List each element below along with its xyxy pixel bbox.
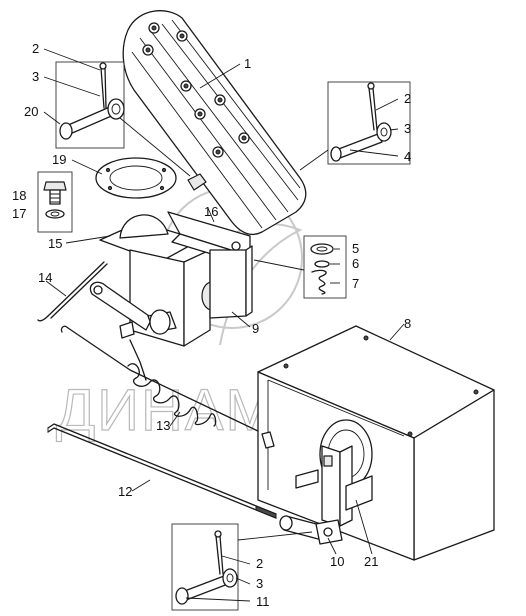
callout-20: 20 xyxy=(24,104,38,119)
callout-8: 8 xyxy=(404,316,411,331)
callout-11: 11 xyxy=(256,594,270,609)
callout-9: 9 xyxy=(252,321,259,336)
drum-21 xyxy=(261,419,373,527)
rod-14 xyxy=(37,261,108,322)
callout-3-bottom: 3 xyxy=(256,576,263,591)
callout-6: 6 xyxy=(352,256,359,271)
callout-17: 17 xyxy=(12,206,26,221)
callout-7: 7 xyxy=(352,276,359,291)
pivot-pin-bottom xyxy=(171,523,313,611)
callout-3-top-left: 3 xyxy=(32,69,39,84)
callout-5: 5 xyxy=(352,241,359,256)
callout-16: 16 xyxy=(204,204,218,219)
gasket-19 xyxy=(95,157,177,199)
spring-13 xyxy=(127,363,217,427)
callout-13: 13 xyxy=(156,418,170,433)
callout-18: 18 xyxy=(12,188,26,203)
callout-2-top-left: 2 xyxy=(32,41,39,56)
pedal-nut xyxy=(119,117,207,191)
leader-lines xyxy=(43,48,405,602)
callout-19: 19 xyxy=(52,152,66,167)
callout-1: 1 xyxy=(244,56,251,71)
callout-15: 15 xyxy=(48,236,62,251)
callout-labels: 2 3 20 1 2 3 4 19 18 17 16 15 5 6 7 14 9… xyxy=(12,41,411,609)
callout-4: 4 xyxy=(404,149,411,164)
callout-21: 21 xyxy=(364,554,378,569)
callout-14: 14 xyxy=(38,270,52,285)
callout-10: 10 xyxy=(330,554,344,569)
bolt-18-washer-17 xyxy=(37,171,73,233)
callout-2-top-right: 2 xyxy=(404,91,411,106)
pedal-pad xyxy=(122,10,307,236)
callout-2-bottom: 2 xyxy=(256,556,263,571)
spring-assembly-5-6-7 xyxy=(253,235,347,299)
lever-16 xyxy=(167,211,253,319)
callout-12: 12 xyxy=(118,484,132,499)
pivot-pin-top-right xyxy=(299,81,411,171)
throttle-lever-arm xyxy=(60,281,261,433)
rod-12 xyxy=(47,423,277,519)
callout-3-top-right: 3 xyxy=(404,121,411,136)
clevis-10 xyxy=(279,515,343,545)
pivot-pin-top-left xyxy=(55,61,125,149)
